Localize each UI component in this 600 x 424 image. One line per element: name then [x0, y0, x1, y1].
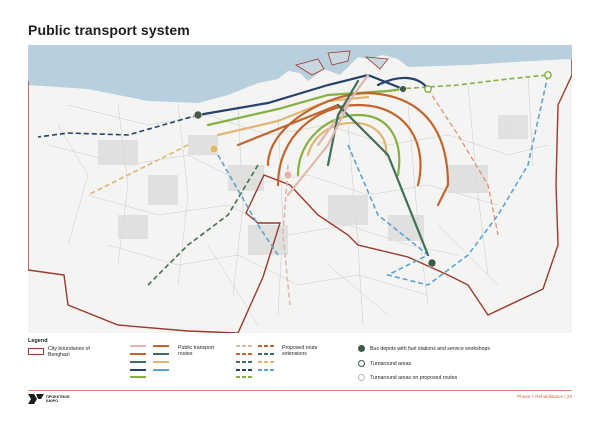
turnaround-legend-label: Turnaround areas [370, 361, 412, 367]
turnaround-marker [283, 170, 293, 180]
turnaround-proposed-marker [544, 71, 552, 79]
turnaround-marker [209, 144, 219, 154]
depot-legend-label: Bus depots with fuel stations and servic… [370, 346, 490, 352]
proposed-routes-label: Proposed route extensions [282, 345, 318, 358]
turnaround-proposed-legend-label: Turnaround areas on proposed routes [370, 375, 458, 381]
public-routes-label: Public transport routes [178, 345, 215, 358]
city-boundary [28, 59, 572, 333]
footer-divider [28, 390, 572, 391]
page-title: Public transport system [28, 22, 190, 38]
transport-map [28, 45, 572, 333]
city-boundary-label: City boundaries of Benghazi [48, 346, 90, 359]
company-logo-icon [28, 394, 44, 404]
legend-heading: Legend [28, 338, 48, 344]
public-transport-routes [196, 73, 450, 257]
turnaround-proposed-legend-dot [358, 374, 365, 381]
turnaround-legend-dot [358, 360, 365, 367]
page-reference: Phase I: Rehabilitation | 20 [517, 394, 572, 399]
depot-marker [193, 110, 203, 120]
company-logo-text: ПРОЕКТНОЕ БЮРО [46, 395, 70, 404]
depot-marker [427, 258, 437, 268]
sea-area [28, 45, 572, 103]
proposed-route-extensions [37, 74, 549, 306]
city-boundary-swatch [28, 348, 44, 355]
depot-marker [399, 85, 407, 93]
turnaround-marker [424, 85, 432, 93]
depot-legend-dot [358, 345, 365, 352]
